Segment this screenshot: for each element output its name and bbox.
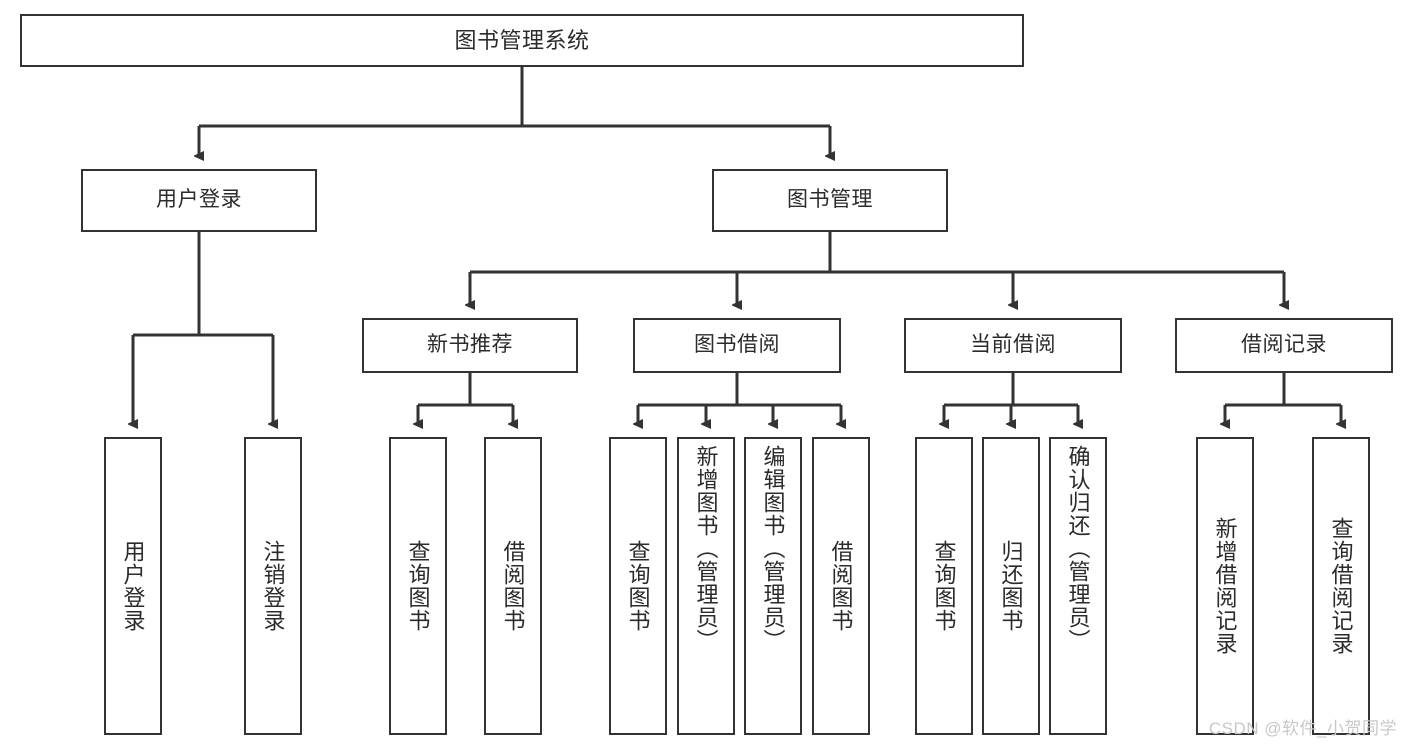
leaf-label: 借阅图书 — [500, 540, 526, 632]
leaf-current-confirm-return-admin[interactable]: 确认归还（管理员） — [1049, 437, 1107, 735]
node-borrow-records-label: 借阅记录 — [1241, 333, 1327, 357]
leaf-new-books-borrow[interactable]: 借阅图书 — [484, 437, 542, 735]
leaf-current-return-book[interactable]: 归还图书 — [982, 437, 1040, 735]
leaf-borrow-edit-book-admin[interactable]: 编辑图书（管理员） — [744, 437, 802, 735]
leaf-borrow-add-book-admin[interactable]: 新增图书（管理员） — [677, 437, 735, 735]
leaf-user-login-logout[interactable]: 注销登录 — [244, 437, 302, 735]
leaf-label: 借阅图书 — [828, 540, 854, 632]
leaf-label: 归还图书 — [998, 540, 1024, 632]
leaf-user-login-login[interactable]: 用户登录 — [104, 437, 162, 735]
leaf-records-query-record[interactable]: 查询借阅记录 — [1312, 437, 1370, 735]
leaf-borrow-borrow-book[interactable]: 借阅图书 — [812, 437, 870, 735]
leaf-label: 用户登录 — [120, 540, 146, 632]
node-book-borrow-label: 图书借阅 — [694, 333, 780, 357]
node-user-login-label: 用户登录 — [156, 188, 242, 212]
leaf-label: 新增借阅记录 — [1212, 517, 1238, 655]
leaf-label: 新增图书（管理员） — [693, 445, 719, 652]
node-user-login[interactable]: 用户登录 — [81, 169, 317, 232]
leaf-current-query-book[interactable]: 查询图书 — [915, 437, 973, 735]
leaf-new-books-query[interactable]: 查询图书 — [389, 437, 447, 735]
node-book-management-label: 图书管理 — [787, 188, 873, 212]
node-book-borrow[interactable]: 图书借阅 — [633, 318, 841, 373]
node-root[interactable]: 图书管理系统 — [20, 14, 1024, 67]
node-root-label: 图书管理系统 — [454, 27, 590, 53]
leaf-label: 查询图书 — [625, 540, 651, 632]
node-current-borrow[interactable]: 当前借阅 — [904, 318, 1122, 373]
leaf-label: 查询借阅记录 — [1328, 517, 1354, 655]
node-new-book-recommend[interactable]: 新书推荐 — [362, 318, 578, 373]
node-current-borrow-label: 当前借阅 — [970, 333, 1056, 357]
node-borrow-records[interactable]: 借阅记录 — [1175, 318, 1393, 373]
leaf-label: 注销登录 — [260, 540, 286, 632]
leaf-borrow-query-book[interactable]: 查询图书 — [609, 437, 667, 735]
node-new-book-recommend-label: 新书推荐 — [427, 333, 513, 357]
node-book-management[interactable]: 图书管理 — [712, 169, 948, 232]
leaf-label: 确认归还（管理员） — [1065, 445, 1091, 652]
watermark: CSDN @软件_小贺同学 — [1208, 719, 1397, 738]
leaf-label: 查询图书 — [405, 540, 431, 632]
leaf-label: 查询图书 — [931, 540, 957, 632]
leaf-label: 编辑图书（管理员） — [760, 445, 786, 652]
leaf-records-add-record[interactable]: 新增借阅记录 — [1196, 437, 1254, 735]
